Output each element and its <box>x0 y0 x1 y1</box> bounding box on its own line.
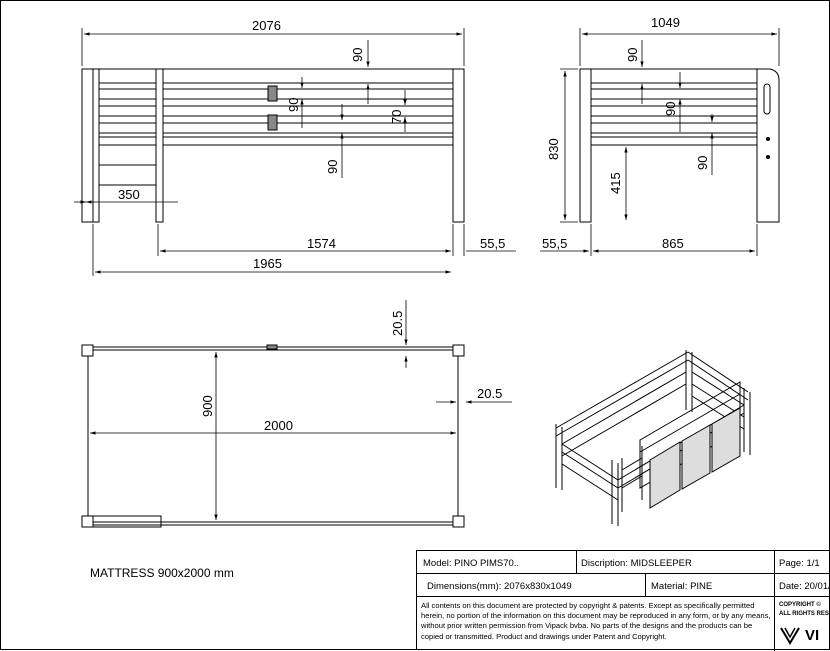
vipack-logo-icon <box>780 627 800 645</box>
front-dimensions <box>74 28 516 276</box>
plan-view <box>81 344 465 528</box>
dim-865: 865 <box>662 236 684 251</box>
dim-90-side-top: 90 <box>625 48 640 62</box>
dim-350: 350 <box>118 187 140 202</box>
dim-55-5-front: 55,5 <box>480 236 505 251</box>
side-view <box>579 68 780 223</box>
date-label: Date: 20/01/ <box>779 581 830 592</box>
side-right-post <box>756 68 780 223</box>
bed-frame-rail <box>162 136 454 146</box>
dim-1574: 1574 <box>307 236 336 251</box>
plan-ladder <box>92 515 162 528</box>
dim-20-5-side: 20.5 <box>477 386 502 401</box>
description-label: Discription: MIDSLEEPER <box>581 558 692 569</box>
vipack-logo-text: VI <box>805 627 820 644</box>
dim-20-5-top: 20.5 <box>390 311 405 336</box>
material-label: Material: PINE <box>651 581 713 592</box>
side-dimensions <box>540 28 780 256</box>
dimensions-label: Dimensions(mm): 2076x830x1049 <box>427 581 572 592</box>
dim-90-top: 90 <box>350 48 365 62</box>
dim-70: 70 <box>389 110 404 124</box>
copyright-notice: All contents on this document are protec… <box>421 601 771 641</box>
front-right-post <box>452 68 465 223</box>
front-left-post <box>81 68 94 223</box>
dim-1965: 1965 <box>253 256 282 271</box>
top-rail <box>162 68 454 84</box>
isometric-view <box>555 350 751 526</box>
dim-415: 415 <box>608 172 623 194</box>
dim-900: 900 <box>200 395 215 417</box>
side-left-post <box>579 68 592 223</box>
plan-mattress-outline <box>87 349 459 523</box>
dim-90-bottom: 90 <box>325 160 340 174</box>
dim-2076: 2076 <box>252 18 281 33</box>
dim-55-5-side: 55,5 <box>542 236 567 251</box>
front-view <box>81 68 465 223</box>
model-label: Model: PINO PIMS70.. <box>423 558 520 569</box>
dim-90-side-bottom: 90 <box>695 156 710 170</box>
front-dimension-labels: 2076 90 90 70 90 350 1574 55,5 1965 <box>118 18 505 271</box>
title-block: Model: PINO PIMS70.. Discription: MIDSLE… <box>416 550 830 651</box>
mattress-note: MATTRESS 900x2000 mm <box>90 566 234 580</box>
dim-90-rail: 90 <box>286 98 301 112</box>
plan-dimension-labels: 20.5 20.5 900 2000 <box>200 311 502 433</box>
page-label: Page: 1/1 <box>779 558 820 569</box>
side-dimension-labels: 1049 90 90 90 830 415 55,5 865 <box>542 15 710 251</box>
dim-1049: 1049 <box>651 15 680 30</box>
dim-90-side-rail: 90 <box>663 102 678 116</box>
plan-dimensions <box>90 300 512 520</box>
ladder-stile <box>155 68 164 223</box>
dim-2000: 2000 <box>264 418 293 433</box>
copyright-line-2: ALL RIGHTS RES <box>779 611 829 617</box>
copyright-line-1: COPYRIGHT © <box>779 602 821 608</box>
dim-830: 830 <box>546 138 561 160</box>
